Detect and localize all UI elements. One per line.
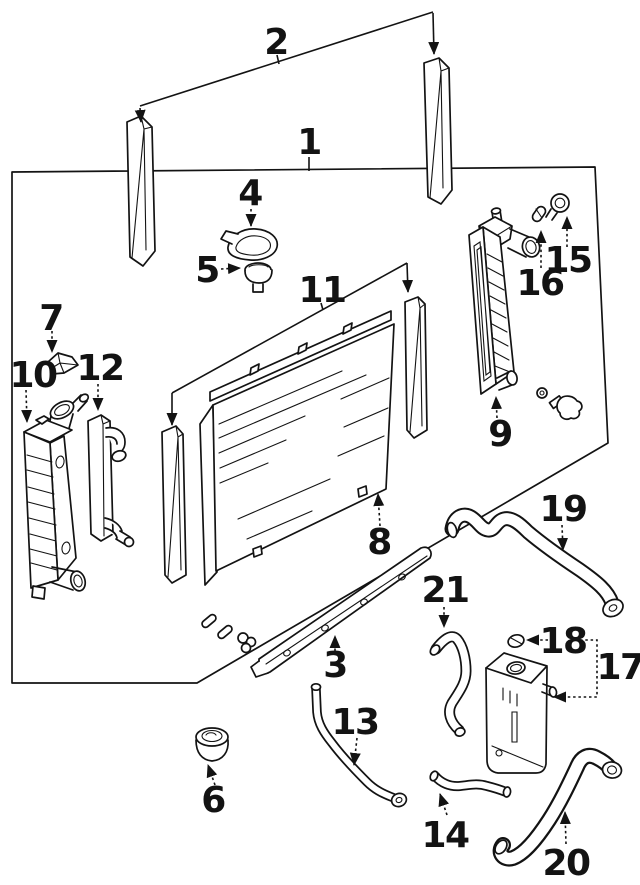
callout-21[interactable]: 21	[421, 570, 470, 611]
callout-14[interactable]: 14	[421, 815, 470, 856]
drain-plug	[548, 394, 583, 421]
callout-11[interactable]: 11	[298, 270, 347, 311]
air-guide-seal-right	[423, 57, 453, 205]
grommet-screw	[545, 193, 570, 221]
callout-6[interactable]: 6	[201, 780, 227, 821]
mount-cushion	[195, 727, 229, 762]
radiator-side-seal-left	[161, 425, 187, 584]
tube-tank	[87, 414, 135, 548]
callout-9[interactable]: 9	[488, 414, 513, 455]
filler-tank	[23, 393, 90, 600]
callout-19[interactable]: 19	[539, 489, 588, 530]
callout-15[interactable]: 15	[544, 240, 593, 281]
callout-8[interactable]: 8	[367, 522, 392, 563]
callout-4[interactable]: 4	[238, 173, 264, 214]
air-guide-seal-left	[126, 115, 156, 267]
radiator-side-seal-right	[404, 296, 428, 439]
callout-2[interactable]: 2	[264, 22, 289, 63]
reserve-tank	[485, 652, 558, 774]
rubber-plug	[244, 262, 273, 293]
reserve-tank-hose	[429, 631, 472, 737]
short-hose	[429, 770, 512, 798]
callout-5[interactable]: 5	[195, 250, 220, 291]
callout-1[interactable]: 1	[297, 122, 322, 163]
small-plug	[531, 205, 547, 223]
callout-12[interactable]: 12	[76, 348, 125, 389]
callout-17[interactable]: 17	[596, 647, 640, 688]
callout-20[interactable]: 20	[542, 843, 591, 884]
bent-pipe	[310, 682, 408, 808]
hook-clip	[220, 228, 279, 261]
small-bracket	[47, 352, 79, 375]
callout-3[interactable]: 3	[323, 645, 348, 686]
lower-support-bar	[250, 546, 432, 678]
callout-7[interactable]: 7	[39, 298, 64, 339]
lower-radiator-hose	[492, 747, 623, 867]
upper-radiator-hose	[444, 507, 624, 618]
seal-grommets	[201, 613, 257, 654]
callout-16[interactable]: 16	[516, 263, 565, 304]
side-tank	[468, 207, 541, 395]
callout-13[interactable]: 13	[331, 702, 380, 743]
callout-18[interactable]: 18	[539, 621, 588, 662]
small-nut	[536, 387, 548, 399]
callout-leaders	[21, 11, 598, 845]
reserve-tank-cap	[507, 633, 525, 649]
callout-10[interactable]: 10	[9, 355, 58, 396]
radiator-core	[199, 310, 395, 586]
